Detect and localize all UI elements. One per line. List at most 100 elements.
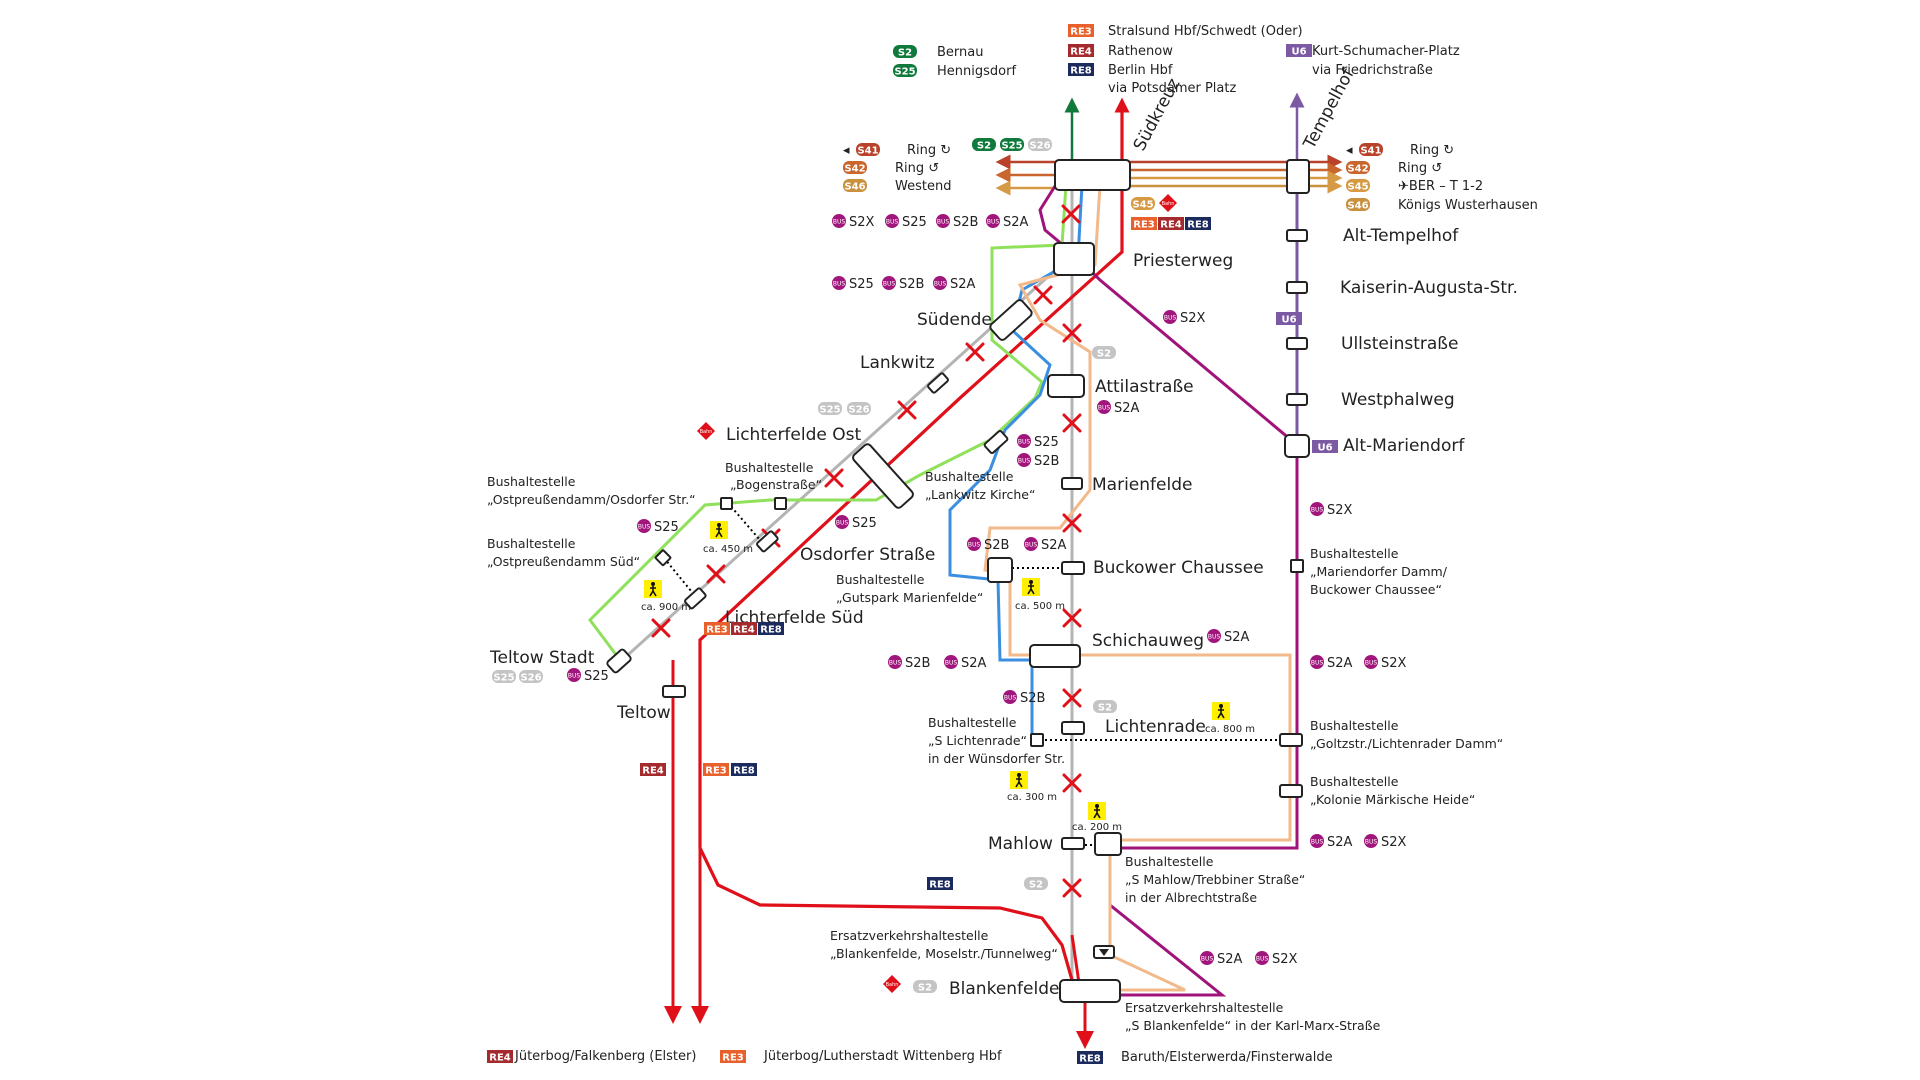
badge-re4: RE4 [487, 1050, 513, 1064]
svg-text:S2A: S2A [1217, 952, 1243, 967]
svg-text:S25: S25 [852, 516, 877, 531]
svg-text:S25: S25 [1034, 435, 1059, 450]
station-box-s-mahlow[interactable] [1094, 832, 1122, 856]
station-box-mahlow[interactable] [1061, 837, 1085, 850]
bus-stop-ev-karlmarx-name: „S Blankenfelde“ in der Karl-Marx-Straße [1125, 1018, 1381, 1033]
station-box-tempelhof[interactable] [1286, 159, 1310, 194]
station-box-lankwitz-kirche[interactable] [983, 430, 1009, 454]
station-box-westphalweg[interactable] [1286, 393, 1308, 406]
svg-text:S2: S2 [1097, 349, 1111, 360]
svg-text:RE4: RE4 [489, 1053, 511, 1064]
station-box-bogenstrasse-a[interactable] [720, 497, 733, 510]
bus-stop-s-mahlow-title: Bushaltestelle [1125, 854, 1214, 869]
label-westphalweg: Westphalweg [1341, 390, 1455, 410]
pedestrian-icon [1088, 802, 1106, 820]
bus-stop-bogen-title: Bushaltestelle [725, 460, 814, 475]
header-labels: Bernau Hennigsdorf Stralsund Hbf/Schwedt… [937, 24, 1460, 96]
closure-x [706, 564, 726, 584]
station-box-gutspark[interactable] [987, 557, 1013, 583]
station-box-osdorfer[interactable] [756, 530, 779, 553]
station-box-alt-mariendorf[interactable] [1284, 434, 1310, 458]
bus-stop-s-lichtenrade-street: in der Wünsdorfer Str. [928, 751, 1065, 766]
svg-text:S41: S41 [1360, 146, 1381, 157]
station-box-s-lichtenrade[interactable] [1030, 733, 1044, 747]
station-box-schichauweg[interactable] [1029, 644, 1081, 668]
badge-s42: S42 [843, 161, 867, 175]
badge-s25: S25 [893, 64, 917, 78]
bahn-icon: Bahn [697, 422, 715, 440]
station-box-lichterfelde-ost[interactable] [851, 443, 914, 510]
station-box-blankenfelde[interactable] [1059, 979, 1121, 1003]
station-box-priesterweg[interactable] [1053, 242, 1095, 276]
station-box-kaiserin[interactable] [1286, 281, 1308, 294]
closure-x [1062, 323, 1082, 343]
station-box-bogenstrasse-b[interactable] [774, 497, 787, 510]
walking-icons [644, 521, 1230, 820]
svg-text:BUS: BUS [1025, 542, 1038, 549]
svg-text:RE8: RE8 [929, 880, 951, 891]
north-re8-via: via Potsdamer Platz [1108, 81, 1236, 96]
badge-re8: RE8 [1185, 217, 1211, 231]
walk-labels: ca. 450 m ca. 900 m ca. 500 m ca. 800 m … [641, 544, 1255, 833]
badge-re8: RE8 [758, 622, 784, 636]
badge-re8: RE8 [1077, 1051, 1103, 1065]
station-box-lichtenrade[interactable] [1061, 721, 1085, 735]
svg-text:RE8: RE8 [1070, 66, 1092, 77]
station-box-lankwitz[interactable] [927, 372, 949, 394]
walk-path-bogen [727, 502, 761, 541]
svg-text:Bahn: Bahn [886, 982, 899, 988]
svg-text:S2A: S2A [961, 656, 987, 671]
station-box-lichterfelde-sued[interactable] [684, 587, 707, 610]
walk-500-text: ca. 500 m [1015, 601, 1065, 612]
badge-re8: RE8 [731, 763, 757, 777]
label-priesterweg: Priesterweg [1133, 251, 1233, 271]
svg-text:RE3: RE3 [1070, 27, 1092, 38]
station-box-suedkreuz[interactable] [1054, 159, 1131, 191]
station-box-teltow[interactable] [662, 685, 686, 698]
walk-900-text: ca. 900 m [641, 602, 691, 613]
station-box-buckower[interactable] [1061, 561, 1085, 575]
bus-stop-ostp-sued-title: Bushaltestelle [487, 536, 576, 551]
svg-text:BUS: BUS [968, 542, 981, 549]
station-box-suedende[interactable] [989, 299, 1034, 342]
svg-text:S2A: S2A [1327, 835, 1353, 850]
label-teltow: Teltow [616, 703, 671, 723]
station-box-mariendorfer[interactable] [1290, 559, 1304, 573]
label-mahlow: Mahlow [988, 834, 1053, 854]
closure-x [1062, 773, 1082, 793]
station-box-ostp-sued[interactable] [654, 549, 672, 567]
svg-text:S41: S41 [857, 146, 878, 157]
station-box-goltz[interactable] [1279, 733, 1303, 747]
badge-s2: S2 [893, 45, 917, 59]
station-box-alt-tempelhof[interactable] [1286, 229, 1308, 242]
svg-text:BUS: BUS [987, 219, 1000, 226]
bus-stop-mariendorfer-name-1: „Mariendorfer Damm/ [1310, 564, 1448, 579]
station-box-teltow-stadt[interactable] [606, 648, 632, 674]
station-box-ullstein[interactable] [1286, 337, 1308, 350]
svg-text:BUS: BUS [1365, 660, 1378, 667]
svg-text:BUS: BUS [1201, 956, 1214, 963]
station-box-kolonie[interactable] [1279, 784, 1303, 798]
svg-text:BUS: BUS [1311, 660, 1324, 667]
station-box-attilastrasse[interactable] [1047, 374, 1085, 398]
bus-stop-kolonie-name: „Kolonie Märkische Heide“ [1310, 792, 1475, 807]
station-box-marienfelde[interactable] [1061, 477, 1083, 490]
bus-stop-gutspark-title: Bushaltestelle [836, 572, 925, 587]
label-osdorfer: Osdorfer Straße [800, 545, 935, 565]
label-ullstein: Ullsteinstraße [1341, 334, 1458, 354]
badge-u6: U6 [1276, 312, 1302, 326]
svg-text:BUS: BUS [1208, 634, 1221, 641]
svg-text:RE8: RE8 [1079, 1054, 1101, 1065]
